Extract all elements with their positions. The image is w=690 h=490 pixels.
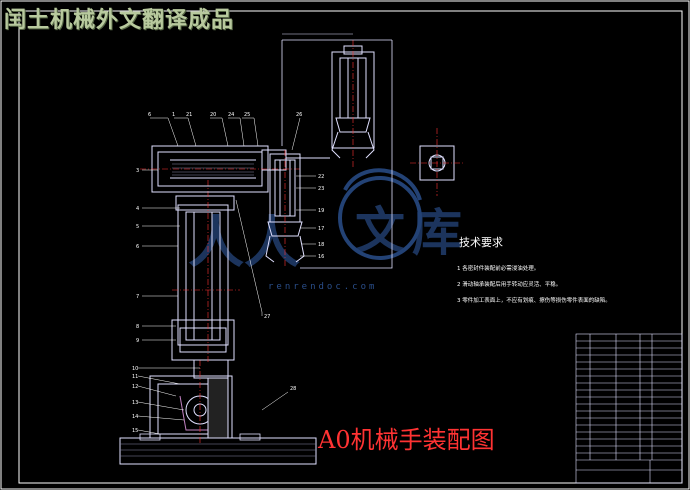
technical-requirement-3: 3 零件加工表面上，不应有划痕、擦伤等损伤零件表面的缺陷。: [457, 298, 611, 304]
rotary-base: [149, 359, 233, 439]
svg-text:13: 13: [132, 400, 138, 406]
svg-text:9: 9: [136, 338, 139, 344]
section-outline: [281, 39, 393, 269]
svg-text:24: 24: [228, 112, 234, 118]
svg-text:17: 17: [318, 226, 324, 232]
svg-text:27: 27: [264, 314, 270, 320]
svg-text:文: 文: [355, 201, 405, 260]
svg-text:6: 6: [148, 112, 151, 118]
part-leaders: [137, 117, 316, 435]
svg-text:4: 4: [136, 206, 139, 212]
svg-text:10: 10: [132, 366, 138, 372]
technical-requirement-1: 1 各密封件装配前必需浸油处理。: [457, 266, 540, 272]
svg-text:3: 3: [136, 168, 139, 174]
svg-text:26: 26: [296, 112, 302, 118]
svg-text:库: 库: [412, 203, 462, 262]
svg-text:23: 23: [318, 186, 324, 192]
top-banner: 闰土机械外文翻译成品: [4, 8, 235, 33]
svg-text:28: 28: [290, 386, 296, 392]
technical-requirements-title: 技术要求: [459, 236, 503, 249]
watermark-url: renrendoc.com: [268, 282, 378, 292]
svg-text:22: 22: [318, 174, 324, 180]
svg-text:15: 15: [132, 428, 138, 434]
title-block: [575, 333, 683, 484]
svg-text:18: 18: [318, 242, 324, 248]
svg-text:14: 14: [132, 414, 138, 420]
svg-text:1: 1: [172, 112, 175, 118]
inner-frame: [18, 10, 683, 484]
watermark-logo: 人人 文 库: [188, 168, 462, 276]
drawing-title: A0机械手装配图: [318, 426, 495, 454]
svg-text:8: 8: [136, 324, 139, 330]
svg-text:5: 5: [136, 224, 139, 230]
svg-text:19: 19: [318, 208, 324, 214]
svg-text:25: 25: [244, 112, 250, 118]
svg-text:16: 16: [318, 254, 324, 260]
svg-text:7: 7: [136, 294, 139, 300]
svg-text:20: 20: [210, 112, 216, 118]
svg-text:12: 12: [132, 384, 138, 390]
technical-requirement-2: 2 滑动轴承装配后用手转动应灵活、平稳。: [457, 282, 562, 288]
svg-text:11: 11: [132, 374, 138, 380]
svg-text:21: 21: [186, 112, 192, 118]
svg-text:6: 6: [136, 244, 139, 250]
svg-text:人人: 人人: [188, 210, 300, 276]
